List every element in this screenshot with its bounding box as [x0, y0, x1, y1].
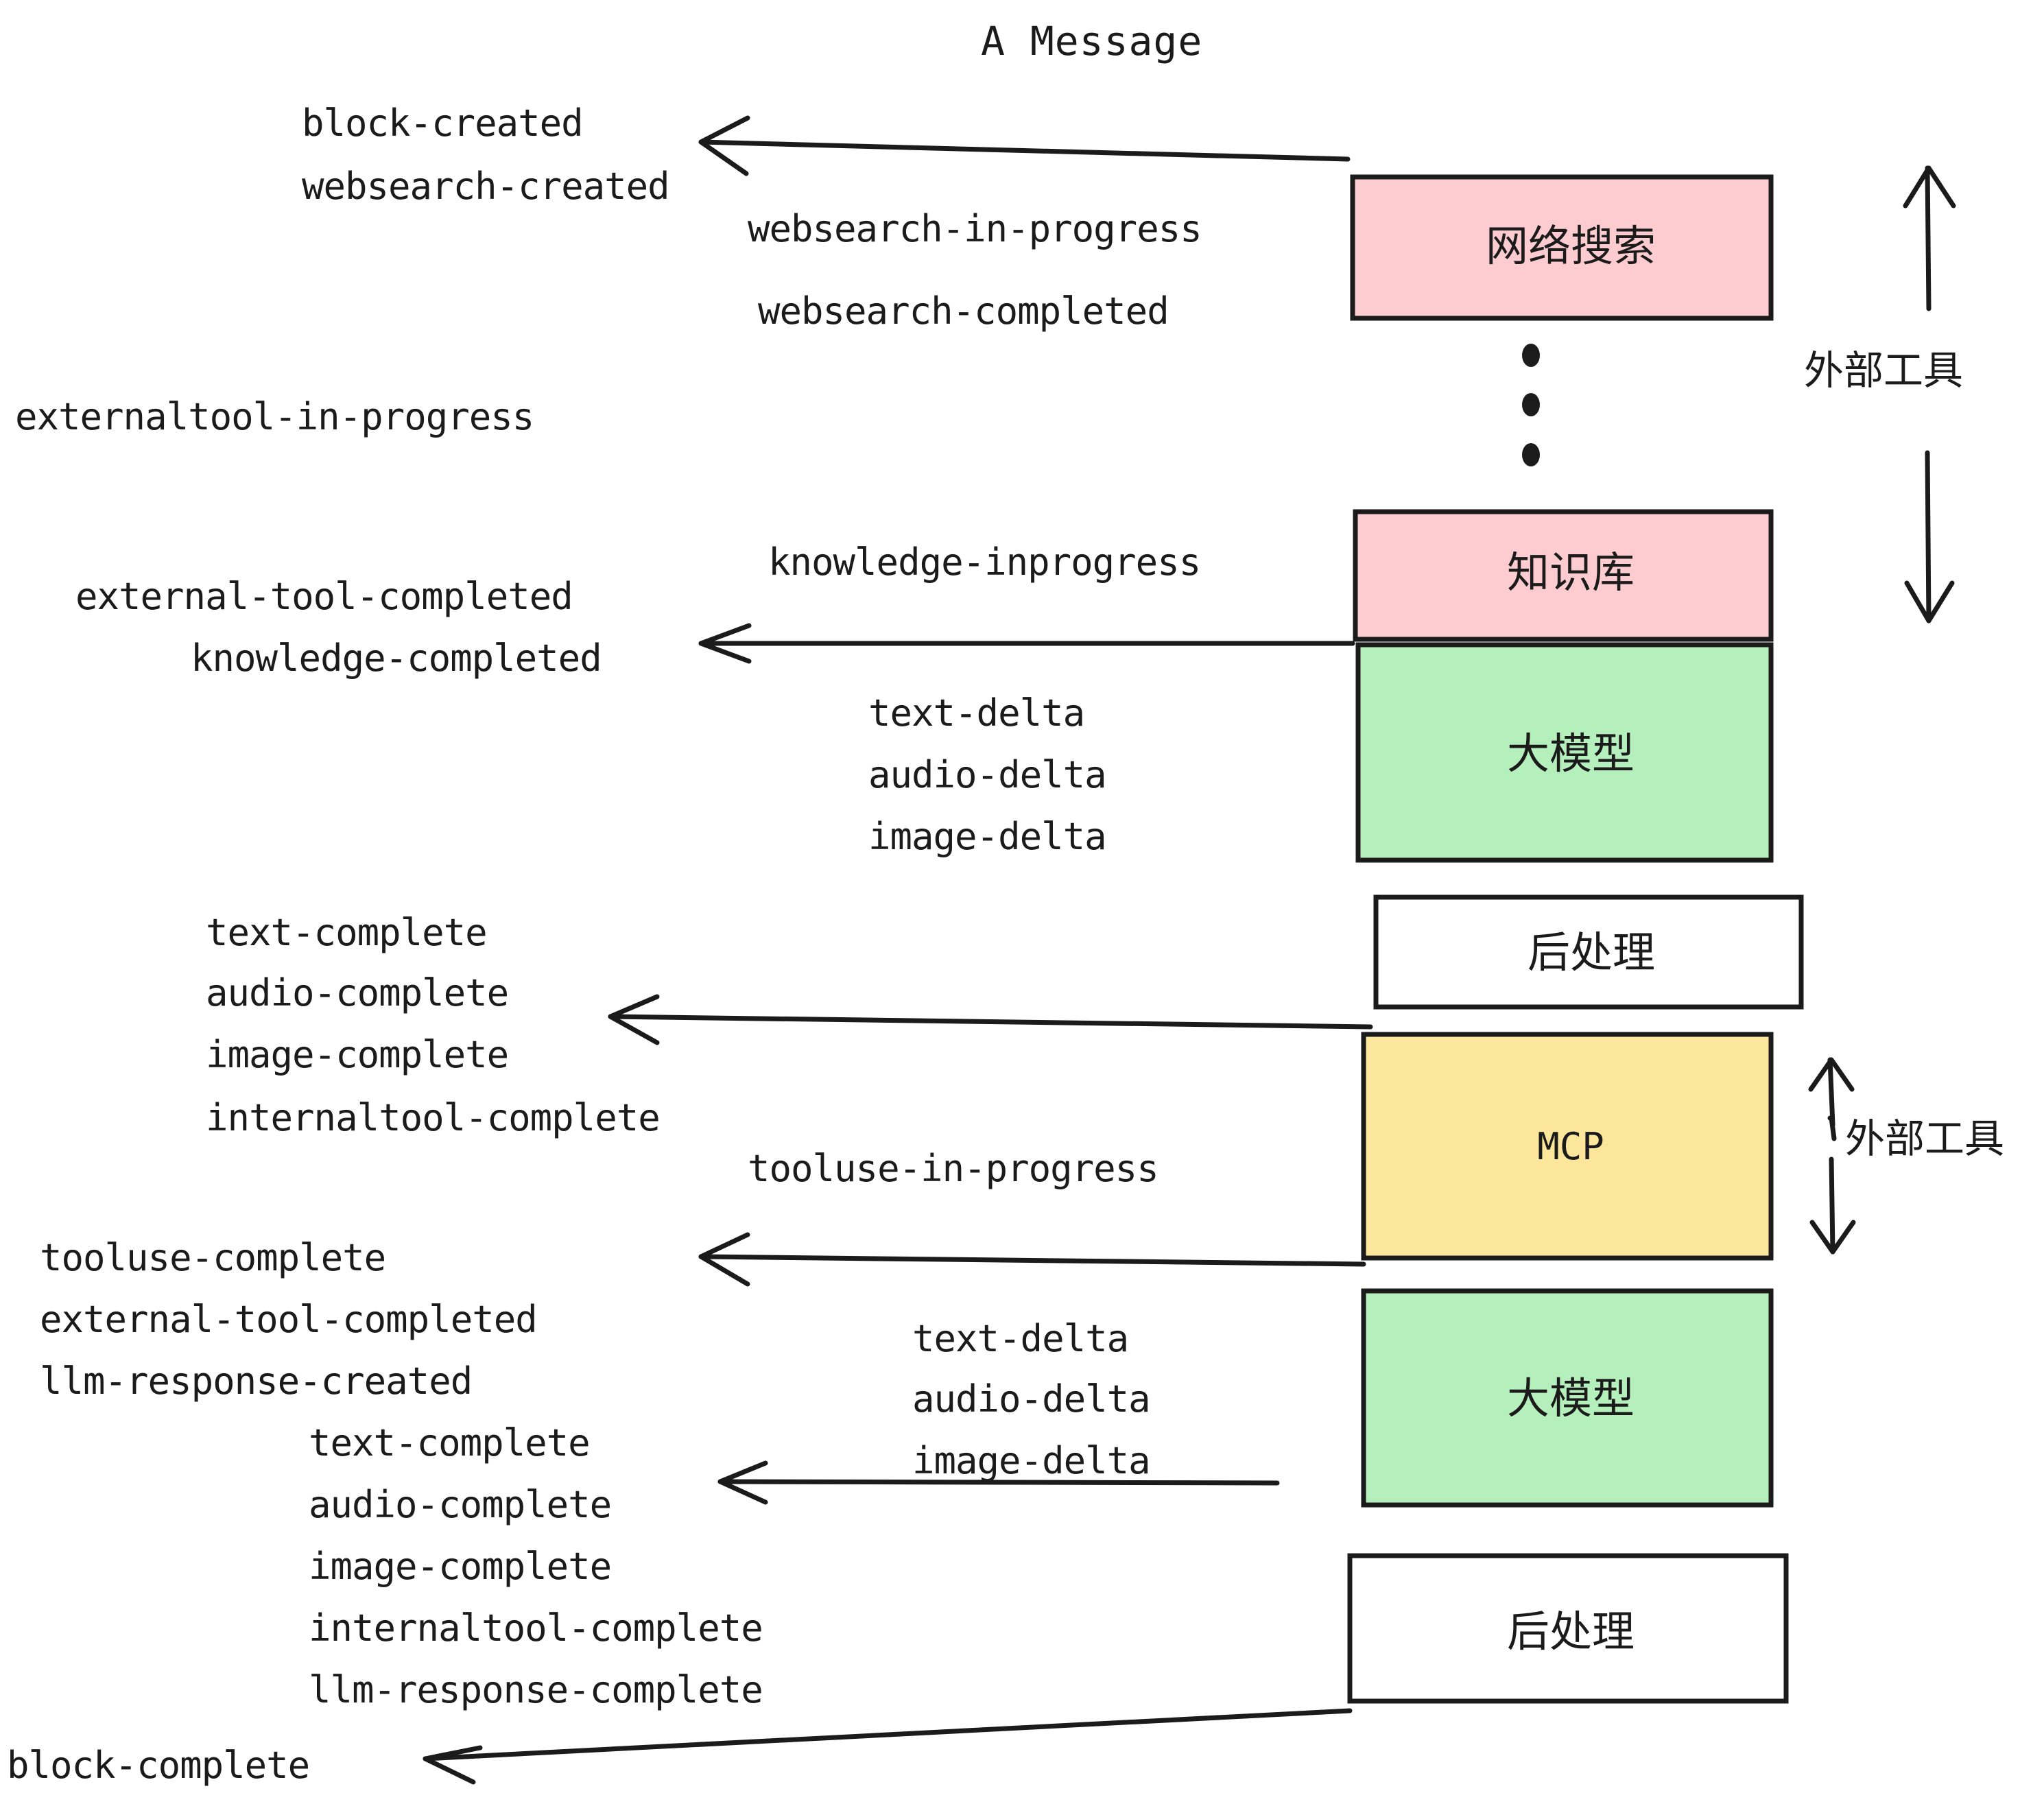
node-websearch[interactable]: 网络搜索 [1350, 174, 1774, 321]
event-text-complete-1: text-complete [206, 911, 487, 954]
node-postprocess-1-label: 后处理 [1528, 927, 1655, 977]
vertical-ellipsis-icon [1522, 344, 1540, 466]
event-image-delta-2: image-delta [912, 1439, 1150, 1482]
event-tooluse-in-progress: tooluse-in-progress [748, 1147, 1158, 1190]
event-image-delta-1: image-delta [868, 815, 1106, 858]
event-audio-complete-2: audio-complete [309, 1483, 611, 1526]
event-block-created: block-created [302, 102, 583, 145]
event-knowledge-inprogress: knowledge-inprogress [768, 541, 1200, 584]
event-external-tool-completed-2: external-tool-completed [40, 1298, 537, 1341]
event-internaltool-complete-1: internaltool-complete [206, 1096, 660, 1139]
event-image-complete-2: image-complete [309, 1545, 611, 1588]
node-mcp[interactable]: MCP [1361, 1032, 1774, 1261]
node-postprocess-1[interactable]: 后处理 [1373, 894, 1804, 1010]
node-postprocess-2[interactable]: 后处理 [1347, 1553, 1789, 1704]
event-external-tool-completed-1: external-tool-completed [75, 575, 573, 618]
node-knowledge-label: 知识库 [1507, 547, 1635, 597]
event-websearch-completed: websearch-completed [758, 289, 1169, 333]
arrow-postprocess-2-to-block-complete [423, 1708, 1353, 1785]
event-websearch-in-progress: websearch-in-progress [748, 207, 1202, 250]
node-llm-1-box[interactable] [1355, 642, 1774, 863]
node-llm-1-label: 大模型 [1507, 728, 1635, 779]
node-websearch-box[interactable] [1350, 174, 1774, 321]
event-knowledge-completed: knowledge-completed [191, 637, 602, 680]
node-mcp-label: MCP [1537, 1125, 1604, 1168]
node-postprocess-2-box[interactable] [1347, 1553, 1789, 1704]
arrow-llm-2-to-audio-complete [717, 1460, 1280, 1505]
arrow-postprocess-1-to-image-complete [608, 994, 1373, 1045]
event-externaltool-in-progress: externaltool-in-progress [15, 395, 534, 438]
node-websearch-label: 网络搜索 [1486, 221, 1656, 271]
external-tools-label-top: 外部工具 [1804, 347, 1963, 394]
node-llm-2-box[interactable] [1361, 1288, 1774, 1508]
arrow-websearch-to-block-created [698, 115, 1351, 176]
event-websearch-created: websearch-created [302, 165, 669, 208]
page-title: A Message [981, 18, 1202, 64]
node-llm-1[interactable]: 大模型 [1355, 642, 1774, 863]
event-llm-response-created: llm-response-created [40, 1360, 472, 1403]
node-mcp-box[interactable] [1361, 1032, 1774, 1261]
node-llm-2-label: 大模型 [1507, 1373, 1635, 1423]
event-text-delta-2: text-delta [912, 1317, 1128, 1360]
node-postprocess-2-label: 后处理 [1507, 1606, 1635, 1657]
event-text-complete-2: text-complete [309, 1421, 590, 1464]
event-image-complete-1: image-complete [206, 1033, 508, 1076]
external-tools-label-bottom: 外部工具 [1845, 1115, 2004, 1162]
arrow-knowledge-to-knowledge-completed [698, 623, 1355, 664]
event-audio-delta-1: audio-delta [868, 753, 1106, 796]
event-audio-delta-2: audio-delta [912, 1377, 1150, 1421]
node-postprocess-1-box[interactable] [1373, 894, 1804, 1010]
event-text-delta-1: text-delta [868, 691, 1084, 735]
arrow-mcp-to-tooluse-complete [698, 1232, 1366, 1287]
event-block-complete: block-complete [7, 1744, 309, 1787]
external-tools-bracket-top [1903, 165, 1956, 624]
node-knowledge[interactable]: 知识库 [1353, 509, 1774, 642]
event-audio-complete-1: audio-complete [206, 971, 508, 1014]
external-tools-bracket-bottom [1808, 1057, 1856, 1255]
event-llm-response-complete: llm-response-complete [309, 1668, 763, 1711]
node-llm-2[interactable]: 大模型 [1361, 1288, 1774, 1508]
event-tooluse-complete: tooluse-complete [40, 1236, 385, 1279]
node-knowledge-box[interactable] [1353, 509, 1774, 642]
event-internaltool-complete-2: internaltool-complete [309, 1606, 763, 1650]
